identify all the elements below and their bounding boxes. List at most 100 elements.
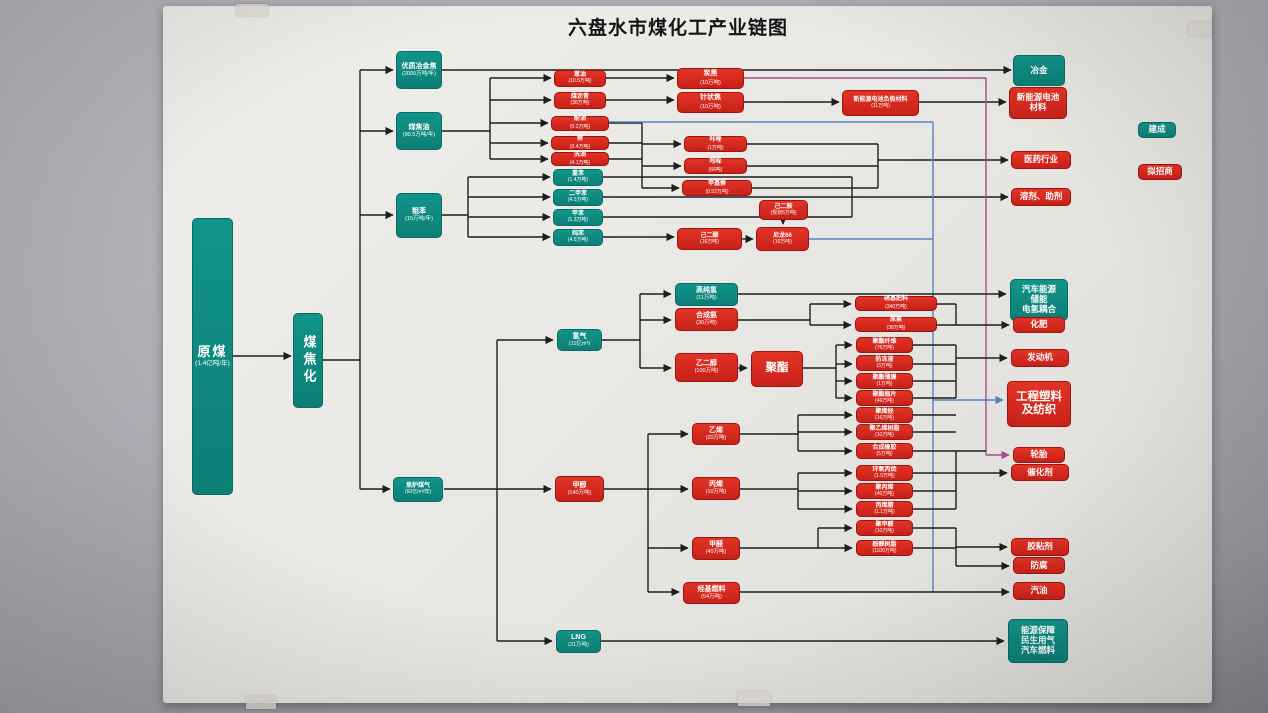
node-label: 酚油 xyxy=(573,116,586,123)
node-metallurgical-coke: 优质冶金焦(2000万吨/年) xyxy=(396,51,442,89)
node-label: 烃基燃料 xyxy=(697,585,726,593)
node-label: 化肥 xyxy=(1030,319,1048,330)
node-naphthalene: 萘(0.4万吨) xyxy=(551,136,609,150)
node-label: 煤焦化 xyxy=(301,335,317,386)
node-label: 己二酸 xyxy=(700,232,719,239)
node-label: 聚酯纤维 xyxy=(872,338,897,345)
node-subtitle: (1万吨) xyxy=(876,380,893,387)
node-subtitle: (100万吨) xyxy=(694,368,719,375)
node-label: 吲哚 xyxy=(709,158,722,165)
node-subtitle: (16万吨) xyxy=(773,238,792,245)
node-subtitle: (4.5万吨) xyxy=(567,197,589,204)
node-hydrogen: 氢气(11亿m³) xyxy=(557,329,602,351)
node-subtitle: (20万吨) xyxy=(705,434,727,441)
node-label: 医药行业 xyxy=(1023,154,1058,165)
node-lng: LNG(31万吨) xyxy=(556,630,601,653)
node-label: 酚醛树脂 xyxy=(872,541,897,548)
node-subtitle: (1.5万吨) xyxy=(874,472,895,479)
node-label: 焦炉煤气 xyxy=(405,483,430,490)
node-subtitle: (1.4亿吨/年) xyxy=(195,360,230,368)
node-adipic-acid: 己二酸(16万吨) xyxy=(677,228,742,250)
node-terminal-gasoline: 汽油 xyxy=(1013,582,1065,600)
node-subtitle: (0.4万吨) xyxy=(569,143,591,150)
node-subtitle: (10.5万吨) xyxy=(568,78,592,85)
node-subtitle: (31万吨) xyxy=(568,642,589,649)
node-terminal-energy-security: 能源保障 民生用气 汽车燃料 xyxy=(1008,619,1068,663)
node-methanol: 甲醇(140万吨) xyxy=(555,476,604,502)
node-polyester: 聚酯 xyxy=(751,351,803,387)
node-label: 乙烯 xyxy=(709,426,723,434)
node-terminal-solvents: 溶剂、助剂 xyxy=(1011,188,1071,206)
node-label: 咔唑 xyxy=(709,136,722,143)
node-label: 聚丙烯 xyxy=(875,484,894,491)
node-polyester-bottle-chips: 聚酯瓶片(46万吨) xyxy=(856,390,913,406)
node-label: 拟招商 xyxy=(1147,166,1173,177)
node-toluene: 甲苯(1.3万吨) xyxy=(553,209,603,226)
node-subtitle: (4.1万吨) xyxy=(569,159,591,166)
node-subtitle: (38万吨) xyxy=(886,325,906,332)
node-subtitle: (140万吨) xyxy=(567,489,592,496)
node-label: 洗油 xyxy=(573,151,586,158)
node-synthetic-ammonia: 合成氨(30万吨) xyxy=(675,308,738,331)
node-carbon-black: 炭黑 (10万吨) xyxy=(677,68,744,89)
node-label: 二甲苯 xyxy=(568,191,587,198)
node-label: 建成 xyxy=(1148,124,1166,135)
node-subtitle: (4.5万吨) xyxy=(567,237,589,244)
node-propylene-oxide: 环氧丙烷(1.5万吨) xyxy=(856,465,913,481)
node-label: 胶粘剂 xyxy=(1027,541,1053,552)
node-terminal-engineering-plastics: 工程塑料 及纺织 xyxy=(1007,381,1071,427)
node-label: 轮胎 xyxy=(1030,449,1048,460)
node-subtitle: (46万吨) xyxy=(875,397,894,404)
node-phenolic-resin: 酚醛树脂(1100万吨) xyxy=(856,540,913,556)
node-subtitle: (1100万吨) xyxy=(872,547,897,554)
node-label: 尿素 xyxy=(889,317,902,324)
node-polyester-fiber: 聚酯纤维(76万吨) xyxy=(856,337,913,353)
node-urea: 尿素(38万吨) xyxy=(855,317,937,332)
node-label: 合成橡胶 xyxy=(872,444,897,451)
node-subtitle: (90.5万吨/年) xyxy=(402,131,436,138)
node-indole: 吲哚(66吨) xyxy=(684,158,747,174)
node-antifreeze: 防冻液(3万吨) xyxy=(856,355,913,371)
node-label: 聚烯烃 xyxy=(875,408,894,415)
node-label: 丙烯 xyxy=(709,481,723,489)
node-subtitle: (11亿m³) xyxy=(568,340,591,347)
node-subtitle: (10万吨) xyxy=(875,527,894,534)
node-legend-proposed: 拟招商 xyxy=(1138,164,1182,180)
node-label: 聚酯瓶片 xyxy=(872,391,897,398)
node-label: 优质冶金焦 xyxy=(401,62,437,70)
tape-bottom-left xyxy=(246,696,276,709)
node-label: 丙烯腈 xyxy=(875,502,894,509)
node-label: 工程塑料 及纺织 xyxy=(1016,390,1062,416)
node-subtitle: (10万吨) xyxy=(700,80,721,87)
node-label: 炭黑 xyxy=(703,70,718,78)
node-needle-coke: 针状焦(10万吨) xyxy=(677,92,744,113)
node-xylene: 二甲苯(4.5万吨) xyxy=(553,189,603,206)
node-nitro-fertilizer: 硝基肥料(340万吨) xyxy=(855,296,937,311)
node-label: 甲醇 xyxy=(572,481,587,489)
node-label: 汽车能源 储能 电氢耦合 xyxy=(1021,284,1056,314)
node-label: 甲苯 xyxy=(571,211,584,218)
node-carbazole: 咔唑(1万吨) xyxy=(684,136,747,152)
node-label: 能源保障 民生用气 汽车燃料 xyxy=(1020,625,1055,655)
node-subtitle: (1万吨) xyxy=(707,144,724,151)
node-subtitle: (11万吨) xyxy=(871,102,890,109)
node-wash-oil: 洗油(4.1万吨) xyxy=(551,152,609,166)
node-label: 冶金 xyxy=(1030,64,1048,75)
node-subtitle: (3万吨) xyxy=(876,362,893,369)
node-label: 汽油 xyxy=(1030,585,1048,596)
node-terminal-pharma: 医药行业 xyxy=(1011,151,1071,169)
node-subtitle: (1.3万吨) xyxy=(567,217,589,224)
node-label: 溶剂、助剂 xyxy=(1019,191,1063,202)
node-terminal-engine: 发动机 xyxy=(1011,349,1069,367)
node-label: 己二胺 xyxy=(774,203,793,210)
node-label: 尼龙66 xyxy=(773,232,792,239)
node-nylon-66: 尼龙66(16万吨) xyxy=(756,227,809,251)
node-label: 重苯 xyxy=(571,171,584,178)
node-anthracene-oil: 蒽油(10.5万吨) xyxy=(554,70,606,87)
node-coal-pitch: 煤沥青(36万吨) xyxy=(554,92,606,109)
node-raw-coal: 原煤(1.4亿吨/年) xyxy=(192,218,233,495)
node-subtitle: (60亿m³/年) xyxy=(404,489,432,496)
node-coal-coking: 煤焦化 xyxy=(293,313,323,408)
node-acrylonitrile: 丙烯腈(1.1万吨) xyxy=(856,501,913,517)
